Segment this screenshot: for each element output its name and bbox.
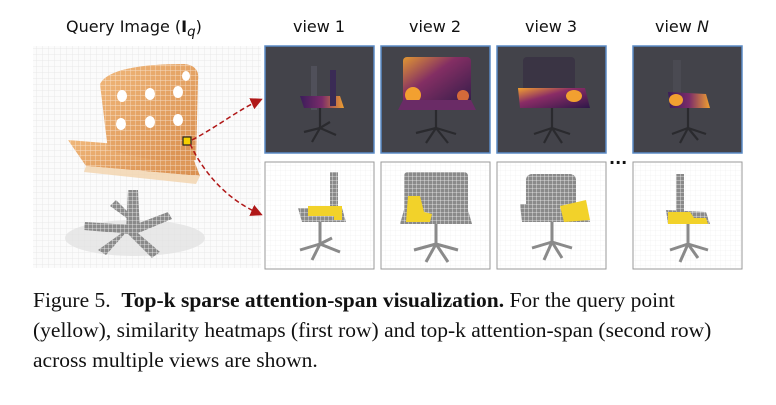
heatmap-view-1 [264, 45, 375, 154]
caption-fig-label: Figure 5. [33, 288, 111, 312]
query-label-prefix: Query Image ( [66, 17, 182, 36]
view-2-label: view 2 [409, 17, 462, 36]
heatmap-row [264, 45, 743, 154]
caption-title: Top-k sparse attention-span visualizatio… [121, 288, 505, 312]
view-n-label: view N [655, 17, 709, 36]
query-label-var: I [181, 17, 188, 36]
figure-caption: Figure 5. Top-k sparse attention-span vi… [33, 285, 751, 375]
query-image-label: Query Image (Iq) [66, 17, 202, 40]
span-view-1 [264, 161, 375, 270]
arrow-to-heatmap [191, 98, 263, 141]
span-row [264, 161, 743, 270]
query-label-sub: q [187, 25, 196, 41]
caption-body: For the query point (yellow), similarity… [33, 288, 712, 372]
heatmap-view-3 [496, 45, 607, 154]
query-image [33, 46, 261, 268]
query-point [182, 136, 192, 146]
query-label-suffix: ) [195, 17, 202, 36]
span-view-n [632, 161, 743, 270]
heatmap-view-n [632, 45, 743, 154]
arrow-to-span [189, 143, 263, 216]
view-1-label: view 1 [293, 17, 346, 36]
ellipsis: ... [609, 149, 628, 168]
span-view-3 [496, 161, 607, 270]
span-view-2 [380, 161, 491, 270]
view-3-label: view 3 [525, 17, 578, 36]
heatmap-view-2 [380, 45, 491, 154]
